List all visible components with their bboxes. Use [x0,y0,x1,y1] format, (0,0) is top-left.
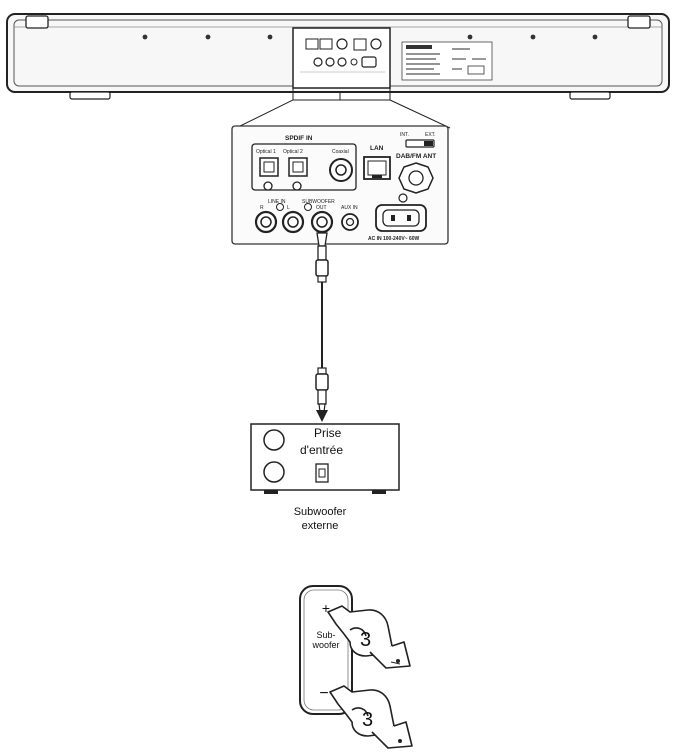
subwoofer-label: SUBWOOFER [302,199,335,205]
subwoofer-caption-line1: Subwoofer [294,506,347,518]
zoom-callout-lines [235,88,451,129]
ext-label: EXT. [425,132,436,138]
out-label: OUT [316,205,327,211]
aux-in-port [341,213,359,231]
ac-in-label: AC IN 100-240V~ 60W [368,236,420,242]
soundbar-screws [142,34,598,40]
spdif-in-label: SPDIF IN [285,135,313,142]
rca-cable [315,232,329,422]
rocker-label-line2: woofer [311,640,339,650]
r-label: R [260,205,264,211]
pointing-hand-icon [327,605,411,669]
rocker-label-line1: Sub- [316,630,335,640]
antenna-port [398,162,434,194]
pointing-hand-icon [329,685,413,749]
soundbar-connector-recess [292,27,391,89]
subwoofer-out-port [310,210,334,234]
line-in-l-port [281,210,305,234]
input-jack-label-line1: Prise [314,426,342,440]
lan-label: LAN [370,145,384,152]
connector-panel: SPDIF IN Optical 1 Optical 2 Coaxial LAN [231,125,449,245]
step-number-bottom: 3 [362,709,373,731]
optical1-label: Optical 1 [256,149,276,155]
coaxial-port [329,158,353,182]
line-in-label: LINE IN [268,199,286,205]
int-ext-switch [405,139,435,148]
rating-label [401,41,493,81]
int-label: INT. [400,132,409,138]
optical2-port [288,157,308,177]
input-jack-label-line2: d'entrée [300,443,343,457]
lan-port [363,156,391,180]
subwoofer-caption-line2: externe [302,520,339,532]
step-number-top: 3 [360,629,371,651]
coaxial-label: Coaxial [332,149,349,155]
dab-fm-ant-label: DAB/FM ANT [396,153,436,160]
minus-button-label: − [319,685,328,702]
soundbar [6,13,670,100]
line-in-r-port [254,210,278,234]
l-label: L [287,205,290,211]
external-subwoofer: Prise d'entrée [250,423,400,494]
optical1-port [259,157,279,177]
aux-in-label: AUX IN [341,205,358,211]
plus-button-label: + [322,600,330,616]
optical2-label: Optical 2 [283,149,303,155]
ac-inlet-port [375,204,427,232]
